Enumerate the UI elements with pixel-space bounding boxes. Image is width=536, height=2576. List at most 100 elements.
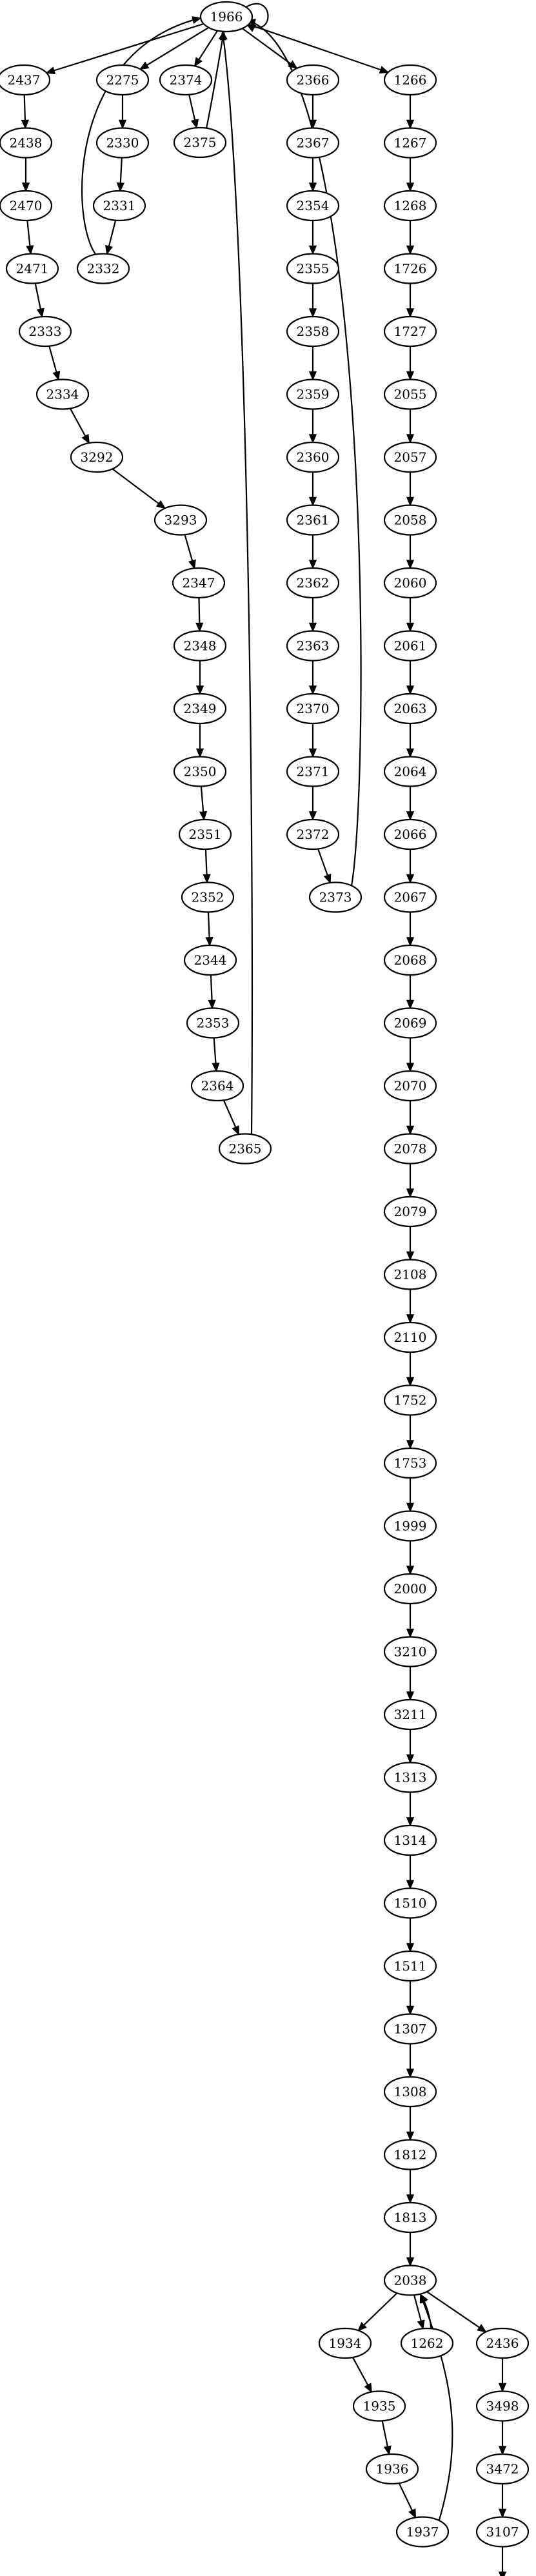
node-label: 1936 <box>376 2461 409 2477</box>
edge-2055-to-2057 <box>406 409 415 444</box>
node-label: 1307 <box>394 2021 427 2037</box>
node-2363: 2363 <box>286 630 340 662</box>
node-1726: 1726 <box>383 253 437 284</box>
node-label: 3210 <box>394 1644 427 1660</box>
node-2333: 2333 <box>18 315 72 348</box>
node-label: 2348 <box>184 638 217 654</box>
node-1999: 1999 <box>383 1510 437 1542</box>
node-label: 2333 <box>29 324 62 339</box>
node-label: 1511 <box>394 1958 427 1974</box>
node-label: 1267 <box>394 135 427 151</box>
node-2110: 2110 <box>383 1321 437 1353</box>
node-label: 2334 <box>46 387 79 402</box>
node-label: 1935 <box>363 2399 396 2414</box>
node-label: 2331 <box>103 198 136 213</box>
edge-3210-to-3211 <box>406 1666 415 1701</box>
edge-2331-to-2332 <box>105 220 117 255</box>
edge-2070-to-2078 <box>406 1101 415 1136</box>
node-label: 2332 <box>87 261 120 277</box>
edge-2348-to-2349 <box>195 660 204 695</box>
edge-3293-to-2347 <box>184 534 196 570</box>
node-label: 2436 <box>486 2335 519 2351</box>
node-label: 2060 <box>394 575 427 591</box>
node-label: 2372 <box>297 827 330 842</box>
node-2367: 2367 <box>286 127 340 159</box>
edge-2079-to-2108 <box>406 1226 415 1261</box>
edge-2370-to-2371 <box>308 723 317 758</box>
edge-2438-to-2470 <box>21 157 30 192</box>
edge-2371-to-2372 <box>308 786 317 821</box>
node-label: 3211 <box>394 1707 427 1722</box>
node-label: 2000 <box>394 1581 427 1597</box>
node-1937: 1937 <box>395 2516 450 2548</box>
node-label: 2079 <box>394 1204 427 1219</box>
node-label: 2362 <box>297 575 330 591</box>
edge-1966-to-2275 <box>139 26 210 70</box>
node-label: 2471 <box>16 261 49 277</box>
edge-2353-to-2364 <box>212 1037 220 1072</box>
edge-2344-to-2353 <box>208 974 216 1010</box>
edge-2362-to-2363 <box>308 598 317 633</box>
node-2471: 2471 <box>5 253 59 284</box>
edge-1266-to-1267 <box>406 95 415 130</box>
edge-2069-to-2070 <box>406 1037 415 1072</box>
node-label: 1812 <box>394 2147 427 2163</box>
edge-2372-to-2373 <box>317 849 332 884</box>
node-2064: 2064 <box>383 756 437 787</box>
edge-2057-to-2058 <box>406 472 415 507</box>
node-label: 2360 <box>297 449 330 465</box>
node-label: 1727 <box>394 324 427 339</box>
edge-3292-to-3293 <box>112 468 166 509</box>
edge-2333-to-2334 <box>48 346 61 381</box>
edge-1307-to-1308 <box>406 2043 415 2078</box>
edge-2436-to-3498 <box>498 2358 507 2393</box>
node-2361: 2361 <box>286 504 340 536</box>
node-label: 2275 <box>106 72 139 88</box>
node-3498: 3498 <box>475 2390 530 2422</box>
node-2351: 2351 <box>178 818 232 850</box>
edge-2060-to-2061 <box>406 598 415 633</box>
edge-2358-to-2359 <box>308 346 317 381</box>
node-label: 1510 <box>394 1896 427 1911</box>
edge-2354-to-2355 <box>308 221 317 255</box>
node-2355: 2355 <box>286 253 340 284</box>
edge-3472-to-3107 <box>498 2484 507 2519</box>
node-label: 1753 <box>394 1455 427 1471</box>
node-2078: 2078 <box>383 1133 437 1165</box>
edge-2471-to-2333 <box>34 283 45 319</box>
node-label: 2349 <box>184 701 217 716</box>
node-label: 2437 <box>8 72 41 88</box>
edge-2351-to-2352 <box>203 849 211 884</box>
node-label: 2055 <box>394 387 427 402</box>
node-label: 2438 <box>10 135 43 151</box>
node-label: 2078 <box>394 1141 427 1157</box>
edge-2067-to-2068 <box>406 912 415 947</box>
edge-1812-to-1813 <box>406 2169 415 2204</box>
node-label: 2367 <box>297 135 330 151</box>
node-label: 2069 <box>394 1016 427 1031</box>
edge-2064-to-2066 <box>406 786 415 821</box>
edge-2350-to-2351 <box>199 786 208 821</box>
edge-3211-to-1313 <box>406 1729 415 1764</box>
node-label: 2365 <box>229 1141 262 1157</box>
node-2371: 2371 <box>286 756 340 787</box>
node-label: 1999 <box>394 1519 427 1534</box>
node-2061: 2061 <box>383 630 437 662</box>
node-label: 2364 <box>201 1078 234 1094</box>
node-2359: 2359 <box>286 379 340 410</box>
node-2108: 2108 <box>383 1259 437 1290</box>
node-2055: 2055 <box>383 379 437 410</box>
node-label: 2374 <box>170 72 203 88</box>
node-label: 1966 <box>210 9 243 25</box>
node-label: 2361 <box>297 513 330 528</box>
node-label: 2352 <box>192 890 224 905</box>
node-2438: 2438 <box>0 127 53 159</box>
edge-2367-to-2354 <box>308 157 317 192</box>
edge-2066-to-2067 <box>406 849 415 884</box>
node-label: 1813 <box>394 2210 427 2225</box>
node-2437: 2437 <box>0 64 51 96</box>
edge-2347-to-2348 <box>195 597 204 633</box>
edge-2038-to-2436 <box>426 2291 487 2333</box>
edge-2332-to-1966 <box>81 16 202 257</box>
